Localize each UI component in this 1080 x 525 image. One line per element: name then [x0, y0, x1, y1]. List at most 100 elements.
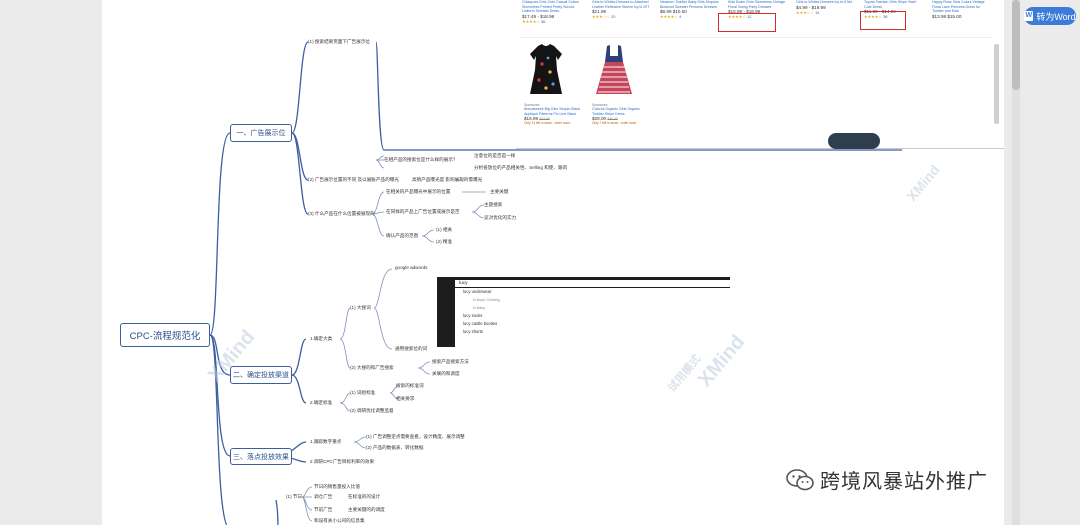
product-card[interactable]: Newborn Toddler Baby Girls Sequins Bowkn…: [660, 0, 720, 19]
topic-node[interactable]: 主要关键的的调度: [348, 507, 385, 512]
topic-node[interactable]: 节前广告: [314, 507, 333, 512]
product-image[interactable]: [524, 42, 568, 98]
product-price: $13.99 $15.00: [932, 13, 962, 19]
suggestion-item[interactable]: in Baby: [473, 306, 485, 311]
topic-node[interactable]: 主题搜索: [484, 202, 503, 207]
suggestion-item[interactable]: lucy socks: [463, 313, 483, 319]
product-title[interactable]: Annualweek Big Girls Sequin Black Appliq…: [524, 107, 581, 116]
product-title[interactable]: Toyota Fashion Girls Stripe Swirl Cute D…: [864, 0, 916, 9]
topic-node[interactable]: 竞对优化的实力: [484, 215, 517, 220]
topic-node[interactable]: 节日的销售量投入比值: [314, 484, 360, 489]
product-price: $18.99 $22.99: [524, 116, 550, 122]
product-card[interactable]: Sponsored Annualweek Big Girls Sequin Bl…: [524, 42, 584, 125]
product-card[interactable]: Kids Exam Girls Sleeveless Vintage Flora…: [728, 0, 788, 19]
product-title[interactable]: Happy Rose Girls Colors Vintage Floral L…: [932, 0, 985, 14]
topic-node[interactable]: (1) 词组标准: [350, 390, 376, 395]
topic-node[interactable]: 调仓广告: [314, 494, 333, 499]
product-title[interactable]: Girls to Whites Dresses Icy to 6 Mo: [796, 0, 853, 4]
topic-node[interactable]: (2) 调研优化调整监督: [350, 408, 394, 413]
branch-label: 三、落点投放效果: [233, 453, 289, 461]
branch-results[interactable]: 三、落点投放效果: [230, 448, 292, 465]
topic-node[interactable]: 1.跟踪数字重点: [310, 439, 342, 444]
topic-node[interactable]: (2) 广告展示位置的不同 及以展账产品的曝光: [308, 177, 399, 182]
topic-node[interactable]: (1) 广告调整定点需要查看，设计精度、展示调整: [366, 434, 465, 439]
topic-node[interactable]: 在相关的产品曝光中展示的位置: [386, 189, 451, 194]
topic-node[interactable]: (1) 相关: [436, 227, 453, 232]
topic-node[interactable]: 通用搜索位的词: [395, 346, 428, 351]
topic-node[interactable]: 在同样的产品上广告位置或展示是否: [386, 209, 460, 214]
sponsored-label: Sponsored: [524, 103, 540, 107]
topic-node[interactable]: (2) 大搜的和广告搜索: [350, 365, 394, 370]
product-card[interactable]: Sponsored Colorful Organic Girls Organic…: [592, 42, 652, 125]
root-node[interactable]: CPC-流程规范化: [120, 323, 210, 347]
suggestion-item[interactable]: lucy castle booties: [463, 321, 498, 327]
branch-ad-placement[interactable]: 一、广告展示位: [230, 124, 292, 142]
product-price: $17.49 - $18.99: [522, 13, 555, 19]
topic-node[interactable]: google adwords: [395, 265, 428, 270]
suggestion-list: lucy underwear in Boys' Clothing in Baby…: [455, 288, 730, 347]
suggestion-item[interactable]: lucy shorts: [463, 329, 484, 335]
sponsored-label: Sponsored: [592, 103, 608, 107]
page-scrollbar[interactable]: [1012, 0, 1020, 525]
topic-node[interactable]: 高销产品曝光度 影响展现的需曝光: [412, 177, 483, 182]
convert-to-word-button[interactable]: W 转为Word: [1024, 7, 1076, 25]
topic-node[interactable]: (3) 什么产品在什么位置被展现的: [308, 211, 375, 216]
wechat-channel-name: 跨境风暴站外推广: [820, 471, 988, 493]
topic-node[interactable]: 关联的和调度: [432, 371, 460, 376]
topic-node[interactable]: 注意位的是否是一样: [474, 153, 516, 158]
mindmap-canvas: CPC-流程规范化 一、广告展示位 (1) 搜索结果页面下广告展示位 在相产品的…: [102, 0, 1004, 525]
topic-node[interactable]: 确认产品的范围: [386, 233, 419, 238]
product-title[interactable]: Newborn Toddler Baby Girls Sequins Bowkn…: [660, 0, 719, 9]
stock-note: Only 13 left in stock - order soon.: [524, 121, 571, 126]
topic-node[interactable]: (2) 精准: [436, 239, 453, 244]
product-card[interactable]: Chiaquoia Girls Cute Casual Cotton Sleev…: [522, 0, 582, 24]
product-card[interactable]: Happy Rose Girls Colors Vintage Floral L…: [932, 0, 992, 19]
product-price: $28.00 $30.00: [592, 116, 618, 122]
product-rating: ★★★★☆ 12: [728, 14, 752, 20]
root-node-label: CPC-流程规范化: [129, 331, 201, 342]
product-title[interactable]: Kids Exam Girls Sleeveless Vintage Flora…: [728, 0, 786, 9]
wechat-icon: [786, 468, 814, 490]
product-price: $8.99 $10.50: [660, 9, 687, 15]
topic-node[interactable]: 搜索的标准词: [396, 383, 424, 388]
product-price: $21.99: [592, 9, 607, 15]
product-card[interactable]: Girls to Whites Dresses Icy to 6 Mo $4.9…: [796, 0, 856, 15]
search-autocomplete-screenshot: lucy lucy underwear in Boys' Clothing in…: [437, 277, 730, 347]
page-scrollbar-thumb[interactable]: [1012, 0, 1020, 90]
highlight-rating-box: [718, 13, 776, 32]
search-input[interactable]: lucy: [455, 280, 730, 287]
chat-bubble-icon[interactable]: [828, 133, 880, 149]
topic-node[interactable]: 在相产品的搜索位是什么样的展示？: [384, 157, 458, 162]
panel-scrollbar[interactable]: [994, 44, 999, 124]
topic-node[interactable]: 2.调研CPC广告目标利率的效果: [310, 459, 375, 464]
suggestion-item[interactable]: lucy underwear: [463, 289, 492, 294]
product-rating: ★★★☆☆ 20: [592, 14, 616, 20]
topic-node[interactable]: 主要关键: [490, 189, 509, 194]
product-rating: ★★★★☆ 38: [864, 14, 888, 20]
convert-to-word-label: 转为Word: [1036, 11, 1076, 22]
topic-node[interactable]: 和设有关小公司的信息集: [314, 518, 365, 523]
topic-node[interactable]: (1) 搜索结果页面下广告展示位: [308, 39, 371, 44]
topic-node[interactable]: 在标准的的设计: [348, 494, 381, 499]
product-title[interactable]: Girls to Whites Dresses to Attached Leat…: [592, 0, 650, 9]
topic-node[interactable]: 1.确定大类: [310, 336, 333, 341]
suggestion-item[interactable]: in Boys' Clothing: [473, 298, 500, 303]
product-title[interactable]: Colorful Organic Girls Organic Toddler S…: [592, 107, 640, 116]
topic-node[interactable]: (1) 节日: [286, 494, 303, 499]
topic-node[interactable]: 相关要求: [396, 396, 415, 401]
product-price: $4.99 - $19.99: [796, 4, 826, 10]
stock-note: Only 7 left in stock - order soon.: [592, 121, 637, 126]
branch-label: 一、广告展示位: [236, 130, 286, 137]
topic-node[interactable]: 分析投放位的产品相关性、Selling 和使、跟风: [474, 165, 568, 170]
product-rating: ★★★★☆ 4: [660, 14, 682, 20]
branch-channels[interactable]: 二、确定投放渠道: [230, 366, 292, 384]
highlight-rating-box: [860, 11, 906, 30]
product-image[interactable]: [592, 42, 636, 98]
topic-node[interactable]: 2.确定标准: [310, 400, 333, 405]
topic-node[interactable]: (1) 大搜词: [350, 305, 371, 310]
product-title[interactable]: Chiaquoia Girls Cute Casual Cotton Sleev…: [522, 0, 579, 14]
topic-node[interactable]: (2) 产品的数据表、转化数据: [366, 445, 424, 450]
product-rating: ★★★☆☆ 14: [796, 9, 820, 15]
topic-node[interactable]: 搜索产品搜索方法: [432, 359, 469, 364]
product-card[interactable]: Girls to Whites Dresses to Attached Leat…: [592, 0, 652, 19]
